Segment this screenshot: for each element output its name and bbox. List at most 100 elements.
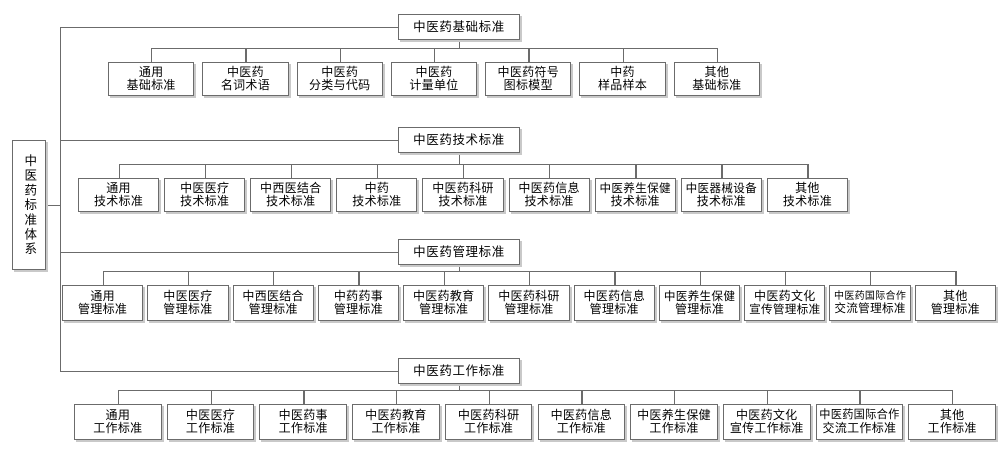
category-node-management[interactable]: 中医药管理标准 bbox=[398, 239, 520, 265]
leaf-node-work-9[interactable]: 中医药国际合作交流工作标准 bbox=[815, 404, 904, 440]
leaf-node-management-4-line-1: 中药药事 bbox=[333, 288, 384, 303]
leaf-node-work-7[interactable]: 中医养生保健工作标准 bbox=[630, 404, 718, 440]
connector-line bbox=[463, 164, 465, 178]
leaf-node-technical-6-line-1: 中医药信息 bbox=[518, 180, 580, 195]
leaf-node-basic-1[interactable]: 通用基础标准 bbox=[108, 62, 195, 96]
connector-line bbox=[303, 390, 305, 404]
leaf-node-management-11-line-2: 管理标准 bbox=[930, 302, 980, 316]
leaf-node-work-8-line-2: 宣传工作标准 bbox=[729, 421, 804, 435]
leaf-node-work-10-line-1: 其他 bbox=[939, 407, 965, 422]
leaf-node-basic-2[interactable]: 中医药名词术语 bbox=[202, 62, 289, 96]
leaf-node-technical-3[interactable]: 中西医结合技术标准 bbox=[250, 178, 332, 212]
leaf-node-technical-2[interactable]: 中医医疗技术标准 bbox=[164, 178, 246, 212]
leaf-node-basic-4-line-1: 中医药 bbox=[415, 64, 453, 79]
leaf-node-technical-4-line-1: 中药 bbox=[364, 180, 390, 195]
category-node-technical[interactable]: 中医药技术标准 bbox=[398, 127, 520, 153]
connector-line bbox=[721, 164, 723, 178]
leaf-node-basic-2-line-1: 中医药 bbox=[226, 64, 264, 79]
connector-line bbox=[60, 140, 398, 142]
leaf-node-work-6-line-2: 工作标准 bbox=[556, 421, 606, 435]
leaf-node-basic-5[interactable]: 中医药符号图标模型 bbox=[485, 62, 572, 96]
leaf-node-basic-4-line-2: 计量单位 bbox=[409, 78, 459, 92]
connector-line bbox=[60, 252, 398, 254]
leaf-node-management-4[interactable]: 中药药事管理标准 bbox=[317, 285, 400, 321]
leaf-node-work-5[interactable]: 中医药科研工作标准 bbox=[444, 404, 533, 440]
leaf-node-management-8-line-1: 中医养生保健 bbox=[663, 288, 736, 303]
connector-line bbox=[614, 271, 616, 285]
leaf-node-basic-3-line-2: 分类与代码 bbox=[308, 78, 371, 92]
connector-line bbox=[204, 164, 206, 178]
connector-line bbox=[376, 164, 379, 178]
leaf-node-work-4-line-2: 工作标准 bbox=[371, 421, 421, 435]
leaf-node-management-1[interactable]: 通用管理标准 bbox=[62, 285, 144, 321]
leaf-node-management-9[interactable]: 中医药文化宣传管理标准 bbox=[744, 285, 826, 321]
connector-line bbox=[187, 271, 190, 285]
connector-line bbox=[60, 27, 398, 29]
leaf-node-management-8[interactable]: 中医养生保健管理标准 bbox=[658, 285, 741, 321]
leaf-node-work-1-line-2: 工作标准 bbox=[93, 421, 143, 435]
connector-line bbox=[151, 48, 153, 62]
leaf-node-work-3[interactable]: 中医药事工作标准 bbox=[259, 404, 348, 440]
connector-line bbox=[358, 271, 360, 285]
leaf-node-technical-1[interactable]: 通用技术标准 bbox=[78, 178, 160, 212]
connector-line bbox=[290, 164, 293, 178]
connector-line bbox=[859, 390, 861, 404]
leaf-node-technical-8-line-1: 中医器械设备 bbox=[685, 180, 757, 195]
leaf-node-work-1[interactable]: 通用工作标准 bbox=[74, 404, 162, 440]
leaf-node-management-3[interactable]: 中西医结合管理标准 bbox=[232, 285, 314, 321]
category-node-management-line-1: 中医药管理标准 bbox=[413, 244, 505, 259]
connector-line bbox=[635, 164, 637, 178]
connector-line bbox=[273, 271, 275, 285]
leaf-node-technical-4[interactable]: 中药技术标准 bbox=[336, 178, 418, 212]
leaf-node-work-2[interactable]: 中医医疗工作标准 bbox=[166, 404, 255, 440]
connector-line bbox=[766, 390, 769, 404]
leaf-node-technical-9[interactable]: 其他技术标准 bbox=[766, 178, 848, 212]
connector-line bbox=[549, 164, 551, 178]
connector-line bbox=[716, 48, 719, 62]
leaf-node-management-2[interactable]: 中医医疗管理标准 bbox=[147, 285, 229, 321]
leaf-node-technical-7[interactable]: 中医养生保健技术标准 bbox=[594, 178, 676, 212]
leaf-node-management-6-line-1: 中医药科研 bbox=[498, 288, 560, 303]
leaf-node-technical-1-line-1: 通用 bbox=[106, 180, 131, 195]
connector-line bbox=[699, 271, 701, 285]
leaf-node-basic-7[interactable]: 其他基础标准 bbox=[673, 62, 760, 96]
connector-line bbox=[434, 48, 436, 62]
leaf-node-basic-2-line-2: 名词术语 bbox=[220, 78, 271, 92]
leaf-node-management-7-line-2: 管理标准 bbox=[589, 302, 639, 316]
leaf-node-work-8[interactable]: 中医药文化宣传工作标准 bbox=[722, 404, 811, 440]
leaf-node-technical-5[interactable]: 中医药科研技术标准 bbox=[422, 178, 504, 212]
connector-line bbox=[339, 48, 341, 62]
leaf-node-management-9-line-2: 宣传管理标准 bbox=[749, 302, 821, 317]
leaf-node-technical-6-line-2: 技术标准 bbox=[524, 194, 574, 208]
connector-line bbox=[528, 48, 530, 62]
leaf-node-management-6[interactable]: 中医药科研管理标准 bbox=[488, 285, 570, 321]
leaf-node-work-7-line-1: 中医养生保健 bbox=[637, 407, 711, 422]
leaf-node-management-11[interactable]: 其他管理标准 bbox=[914, 285, 996, 321]
connector-line bbox=[488, 390, 490, 404]
leaf-node-basic-6[interactable]: 中药样品样本 bbox=[579, 62, 666, 96]
leaf-node-technical-6[interactable]: 中医药信息技术标准 bbox=[508, 178, 590, 212]
category-node-basic[interactable]: 中医药基础标准 bbox=[398, 14, 520, 40]
leaf-node-work-10[interactable]: 其他工作标准 bbox=[908, 404, 996, 440]
leaf-node-management-10[interactable]: 中医药国际合作交流管理标准 bbox=[829, 285, 911, 321]
connector-line bbox=[118, 164, 120, 178]
leaf-node-management-5-line-1: 中医药教育 bbox=[412, 288, 475, 303]
leaf-node-work-4[interactable]: 中医药教育工作标准 bbox=[352, 404, 440, 440]
leaf-node-management-2-line-2: 管理标准 bbox=[163, 302, 213, 316]
leaf-node-work-9-line-1: 中医药国际合作 bbox=[819, 408, 900, 421]
category-node-technical-line-1: 中医药技术标准 bbox=[413, 132, 505, 147]
leaf-node-basic-3[interactable]: 中医药分类与代码 bbox=[296, 62, 383, 96]
connector-line bbox=[151, 48, 717, 50]
leaf-node-work-6[interactable]: 中医药信息工作标准 bbox=[537, 404, 626, 440]
leaf-node-work-3-line-1: 中医药事 bbox=[278, 407, 328, 422]
leaf-node-technical-9-line-1: 其他 bbox=[795, 180, 820, 195]
leaf-node-management-5-line-2: 管理标准 bbox=[419, 302, 469, 316]
leaf-node-basic-4[interactable]: 中医药计量单位 bbox=[390, 62, 478, 96]
category-node-work[interactable]: 中医药工作标准 bbox=[398, 358, 520, 384]
leaf-node-technical-8[interactable]: 中医器械设备技术标准 bbox=[680, 178, 762, 212]
connector-line bbox=[395, 390, 398, 404]
leaf-node-management-7[interactable]: 中医药信息管理标准 bbox=[573, 285, 655, 321]
leaf-node-management-5[interactable]: 中医药教育管理标准 bbox=[403, 285, 485, 321]
root-node[interactable]: 中医药标准体系 bbox=[12, 140, 46, 270]
